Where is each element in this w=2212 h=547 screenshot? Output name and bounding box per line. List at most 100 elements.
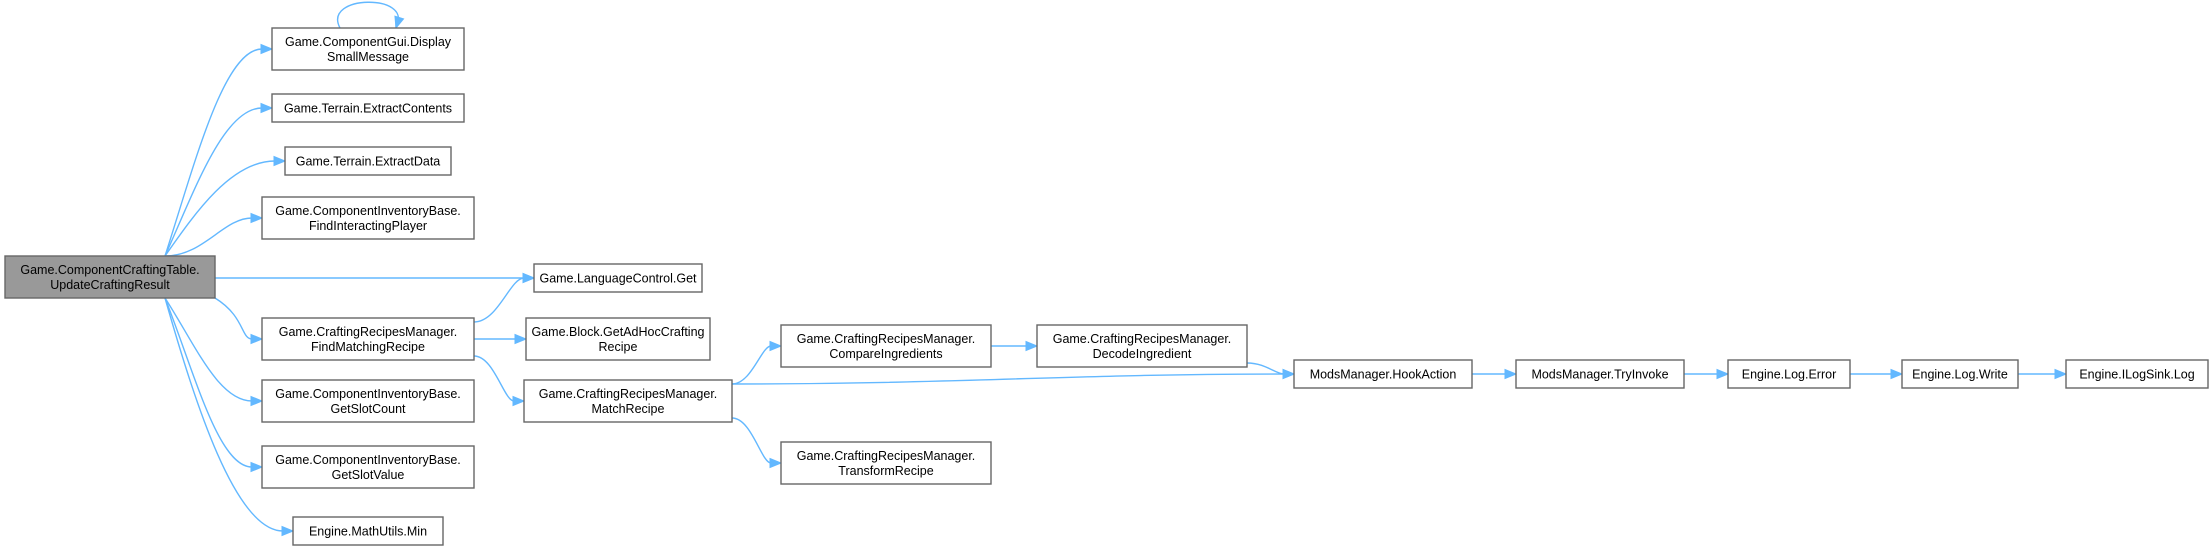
node-box-extractContents[interactable]	[271, 93, 465, 123]
node-box-sinkLog[interactable]	[2065, 359, 2209, 389]
node-label-display-line-2: SmallMessage	[327, 50, 409, 64]
node-box-extractData[interactable]	[284, 146, 452, 176]
edge-line-findRecipe-to-langGet	[473, 277, 525, 323]
node-extractData[interactable]: Game.Terrain.ExtractData	[284, 146, 452, 176]
node-label-root-line-2: UpdateCraftingResult	[50, 278, 170, 292]
node-label-sinkLog-line-1: Engine.ILogSink.Log	[2079, 368, 2194, 382]
node-box-slotValue[interactable]	[261, 445, 475, 489]
node-label-tryInvoke-line-1: ModsManager.TryInvoke	[1531, 368, 1668, 382]
node-box-root[interactable]	[4, 255, 216, 299]
node-findPlayer[interactable]: Game.ComponentInventoryBase.FindInteract…	[261, 196, 475, 240]
node-box-adHoc[interactable]	[525, 317, 711, 361]
edge-arrowhead-root-to-slotValue	[250, 461, 264, 473]
node-label-adHoc-line-2: Recipe	[599, 340, 638, 354]
node-label-compare-line-2: CompareIngredients	[829, 347, 942, 361]
node-label-slotValue-line-1: Game.ComponentInventoryBase.	[275, 453, 461, 467]
node-sinkLog[interactable]: Engine.ILogSink.Log	[2065, 359, 2209, 389]
edge-matchRecipe-to-hook	[731, 368, 1296, 385]
edge-decode-to-hook	[1246, 362, 1296, 380]
node-label-transform-line-1: Game.CraftingRecipesManager.	[797, 449, 976, 463]
node-transform[interactable]: Game.CraftingRecipesManager.TransformRec…	[780, 441, 992, 485]
node-logWrite[interactable]: Engine.Log.Write	[1901, 359, 2019, 389]
node-box-findRecipe[interactable]	[261, 317, 475, 361]
call-graph-nodes: Game.ComponentCraftingTable.UpdateCrafti…	[4, 27, 2209, 546]
node-slotValue[interactable]: Game.ComponentInventoryBase.GetSlotValue	[261, 445, 475, 489]
edge-line-display-to-display	[337, 1, 399, 29]
edge-arrowhead-logError-to-logWrite	[1890, 368, 1904, 380]
node-box-slotCount[interactable]	[261, 379, 475, 423]
edge-logError-to-logWrite	[1849, 368, 1904, 380]
edge-root-to-extractContents	[164, 102, 274, 257]
edge-root-to-findPlayer	[164, 212, 264, 257]
node-compare[interactable]: Game.CraftingRecipesManager.CompareIngre…	[780, 324, 992, 368]
node-box-hook[interactable]	[1293, 359, 1473, 389]
node-label-hook-line-1: ModsManager.HookAction	[1310, 368, 1457, 382]
node-label-decode-line-2: DecodeIngredient	[1093, 347, 1192, 361]
edge-arrowhead-findRecipe-to-matchRecipe	[512, 395, 526, 407]
node-label-display-line-1: Game.ComponentGui.Display	[285, 35, 452, 49]
edge-arrowhead-matchRecipe-to-compare	[769, 340, 783, 352]
edge-findRecipe-to-adHoc	[474, 333, 528, 345]
node-root[interactable]: Game.ComponentCraftingTable.UpdateCrafti…	[4, 255, 216, 299]
edge-line-decode-to-hook	[1246, 362, 1285, 375]
node-box-display[interactable]	[271, 27, 465, 71]
edge-arrowhead-decode-to-hook	[1282, 368, 1296, 380]
node-box-findPlayer[interactable]	[261, 196, 475, 240]
edge-line-matchRecipe-to-compare	[731, 345, 772, 385]
node-box-compare[interactable]	[780, 324, 992, 368]
edge-arrowhead-root-to-display	[260, 43, 274, 55]
node-label-findPlayer-line-1: Game.ComponentInventoryBase.	[275, 204, 461, 218]
node-label-slotCount-line-2: GetSlotCount	[330, 402, 406, 416]
edge-line-root-to-slotValue	[164, 297, 253, 468]
edge-arrowhead-hook-to-tryInvoke	[1504, 368, 1518, 380]
edge-findRecipe-to-langGet	[473, 272, 536, 323]
node-box-langGet[interactable]	[533, 263, 703, 293]
node-label-slotValue-line-2: GetSlotValue	[332, 468, 405, 482]
node-label-min-line-1: Engine.MathUtils.Min	[309, 525, 427, 539]
edge-arrowhead-root-to-extractContents	[260, 102, 274, 114]
edge-arrowhead-root-to-slotCount	[250, 395, 264, 407]
node-label-decode-line-1: Game.CraftingRecipesManager.	[1053, 332, 1232, 346]
node-hook[interactable]: ModsManager.HookAction	[1293, 359, 1473, 389]
edge-logWrite-to-sinkLog	[2017, 368, 2068, 380]
edge-line-matchRecipe-to-hook	[731, 373, 1285, 385]
node-logError[interactable]: Engine.Log.Error	[1727, 359, 1851, 389]
node-extractContents[interactable]: Game.Terrain.ExtractContents	[271, 93, 465, 123]
edge-arrowhead-findRecipe-to-adHoc	[514, 333, 528, 345]
node-label-findPlayer-line-2: FindInteractingPlayer	[309, 219, 427, 233]
edge-line-root-to-display	[164, 48, 263, 257]
edge-root-to-extractData	[164, 155, 287, 257]
node-tryInvoke[interactable]: ModsManager.TryInvoke	[1515, 359, 1685, 389]
node-findRecipe[interactable]: Game.CraftingRecipesManager.FindMatching…	[261, 317, 475, 361]
edge-matchRecipe-to-transform	[731, 417, 783, 469]
node-box-logError[interactable]	[1727, 359, 1851, 389]
edge-line-findRecipe-to-matchRecipe	[473, 355, 515, 402]
node-box-logWrite[interactable]	[1901, 359, 2019, 389]
node-matchRecipe[interactable]: Game.CraftingRecipesManager.MatchRecipe	[523, 379, 733, 423]
edge-line-root-to-extractData	[164, 160, 276, 257]
node-label-findRecipe-line-1: Game.CraftingRecipesManager.	[279, 325, 458, 339]
node-box-matchRecipe[interactable]	[523, 379, 733, 423]
edge-root-to-findRecipe	[214, 297, 264, 345]
node-box-decode[interactable]	[1036, 324, 1248, 368]
edge-root-to-slotCount	[164, 297, 264, 407]
node-box-transform[interactable]	[780, 441, 992, 485]
node-decode[interactable]: Game.CraftingRecipesManager.DecodeIngred…	[1036, 324, 1248, 368]
edge-arrowhead-logWrite-to-sinkLog	[2054, 368, 2068, 380]
node-label-langGet-line-1: Game.LanguageControl.Get	[539, 272, 697, 286]
edge-display-to-display	[337, 1, 405, 30]
edge-root-to-min	[164, 297, 295, 537]
node-slotCount[interactable]: Game.ComponentInventoryBase.GetSlotCount	[261, 379, 475, 423]
edge-arrowhead-display-to-display	[394, 15, 405, 30]
node-min[interactable]: Engine.MathUtils.Min	[292, 516, 444, 546]
node-box-min[interactable]	[292, 516, 444, 546]
edge-hook-to-tryInvoke	[1471, 368, 1518, 380]
edge-root-to-display	[164, 43, 274, 257]
edge-tryInvoke-to-logError	[1683, 368, 1730, 380]
node-label-logError-line-1: Engine.Log.Error	[1742, 368, 1837, 382]
node-box-tryInvoke[interactable]	[1515, 359, 1685, 389]
node-langGet[interactable]: Game.LanguageControl.Get	[533, 263, 703, 293]
